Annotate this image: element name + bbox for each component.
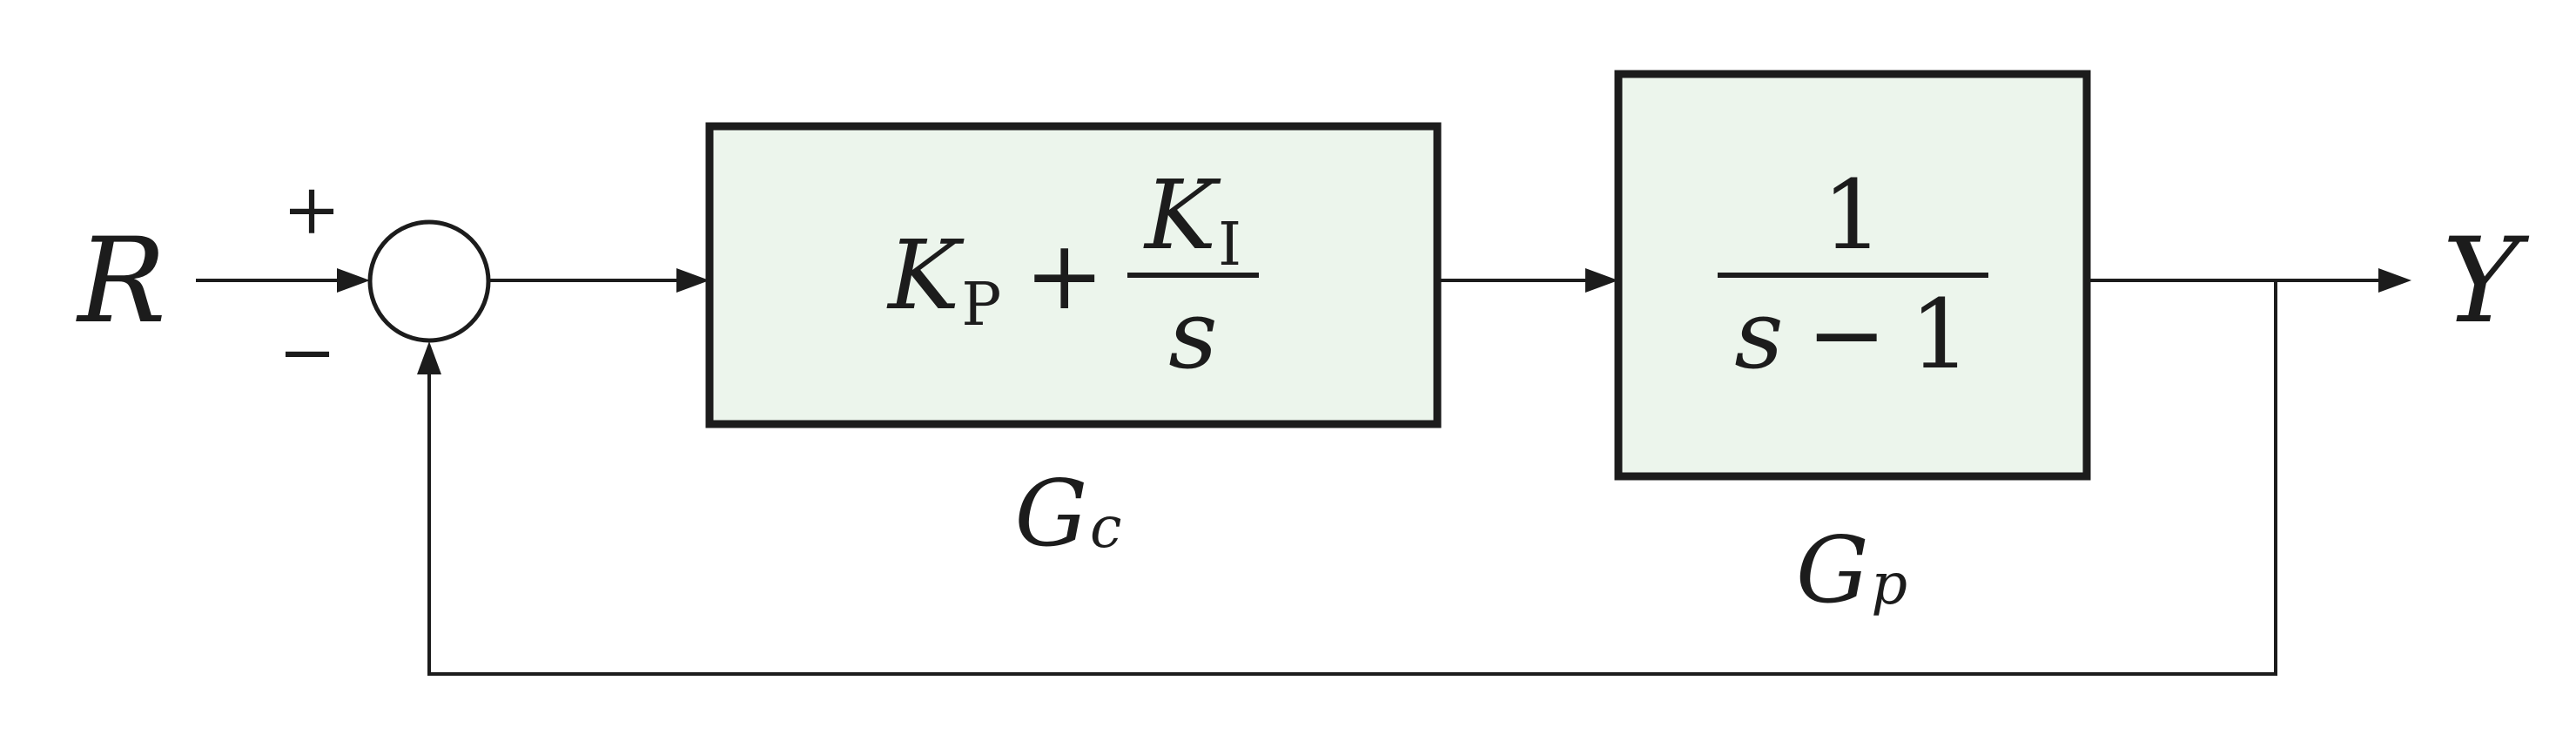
output-signal-label: Y	[2442, 212, 2520, 349]
controller-block-rect	[705, 122, 1442, 428]
kp-symbol: K	[888, 219, 960, 331]
arrowhead-output	[2378, 268, 2411, 293]
one-over-s-minus-one-fraction: 1 s − 1	[1717, 165, 1988, 390]
s-symbol: s	[1168, 278, 1218, 390]
gp-symbol: G	[1795, 517, 1869, 623]
summing-junction-circle	[367, 219, 491, 343]
plant-numerator: 1	[1805, 165, 1900, 266]
arrowhead-feedback	[417, 341, 441, 374]
plant-equation: 1 s − 1	[1618, 74, 2087, 476]
s-symbol: s	[1734, 278, 1784, 390]
s-denominator: s	[1152, 278, 1235, 390]
kp-subscript: P	[961, 271, 1002, 340]
gp-subscript: p	[1871, 552, 1908, 618]
gc-symbol: G	[1014, 461, 1088, 567]
ki-symbol: K	[1144, 158, 1217, 271]
kp-term: KP	[888, 219, 1001, 340]
fraction-bar	[1127, 273, 1259, 278]
controller-plus-operator: +	[1024, 219, 1105, 331]
input-signal-label: R	[77, 212, 166, 349]
arrowhead-input	[337, 268, 370, 293]
ki-subscript: I	[1218, 210, 1242, 280]
gc-subscript: c	[1090, 495, 1122, 562]
one-symbol: 1	[1909, 278, 1971, 390]
arrowhead-plant-input	[1585, 268, 1618, 293]
wire-feedback	[427, 280, 2277, 676]
plant-denominator: s − 1	[1718, 278, 1988, 390]
summing-plus-sign: +	[282, 168, 341, 250]
arrowhead-controller-input	[676, 268, 710, 293]
minus-operator: −	[1806, 278, 1887, 390]
one-symbol: 1	[1822, 158, 1883, 271]
fraction-bar	[1717, 273, 1988, 278]
wire-group	[196, 219, 2411, 676]
summing-minus-sign: −	[278, 312, 337, 393]
